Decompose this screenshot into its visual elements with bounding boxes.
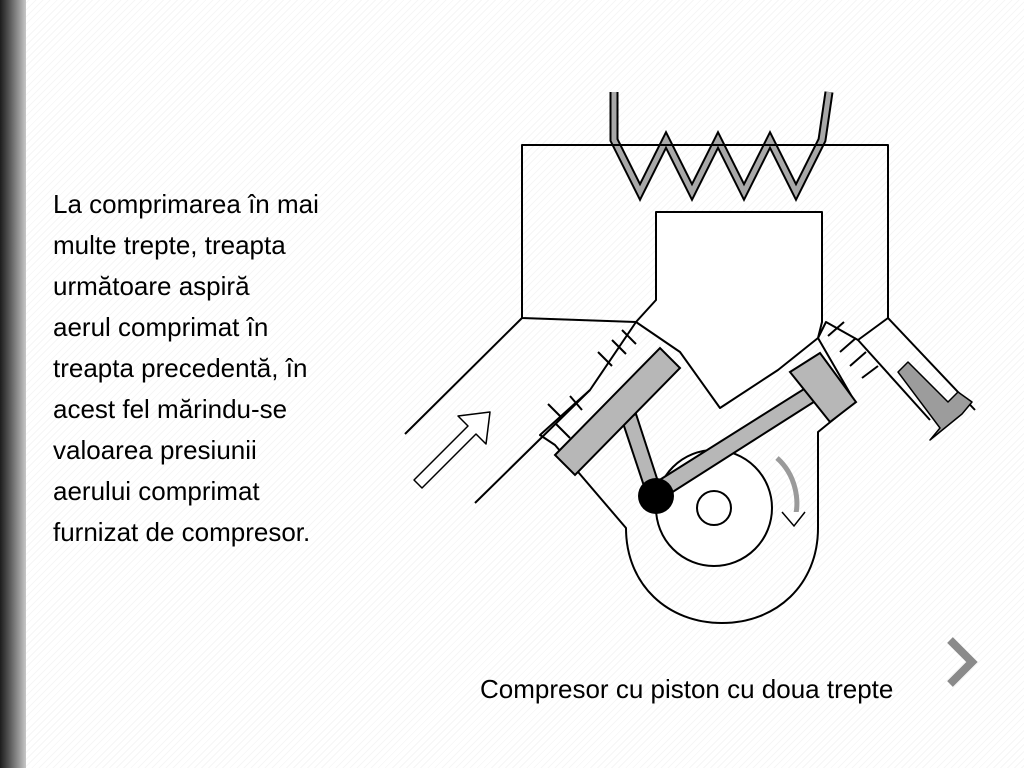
body-text: La comprimarea în mai multe trepte, trea… <box>53 184 383 553</box>
outlet-arrow <box>897 361 973 441</box>
crank-pin <box>638 478 674 514</box>
valve-marks-stage-1 <box>547 329 637 439</box>
compressor-diagram <box>404 91 976 624</box>
body-line: acest fel mărindu-se <box>53 394 288 424</box>
body-line: aerului comprimat <box>53 476 260 506</box>
body-line: valoarea presiunii <box>53 435 257 465</box>
body-line: multe trepte, treapta <box>53 230 286 260</box>
body-line: La comprimarea în mai <box>53 189 319 219</box>
body-line: treapta precedentă, în <box>53 353 308 383</box>
body-line: aerul comprimat în <box>53 312 269 342</box>
body-line: furnizat de compresor. <box>53 517 311 547</box>
crank-shaft <box>696 490 732 526</box>
inlet-duct-wall <box>474 389 591 504</box>
rotation-arrow-head <box>781 511 806 528</box>
left-decorative-bar <box>0 0 26 768</box>
outlet-duct-wall <box>857 339 931 421</box>
stage-partition <box>635 211 823 409</box>
piston-stage-1 <box>553 346 682 477</box>
valve-marks-stage-2 <box>827 321 879 379</box>
chevron-right-icon[interactable] <box>944 636 978 688</box>
inlet-duct-wall <box>404 317 523 435</box>
body-line: următoare aspiră <box>53 271 250 301</box>
diagram-caption: Compresor cu piston cu doua trepte <box>480 674 894 704</box>
inlet-arrow <box>413 411 491 489</box>
piston-stage-2 <box>788 351 858 424</box>
intercooler-coil-core <box>611 91 832 198</box>
